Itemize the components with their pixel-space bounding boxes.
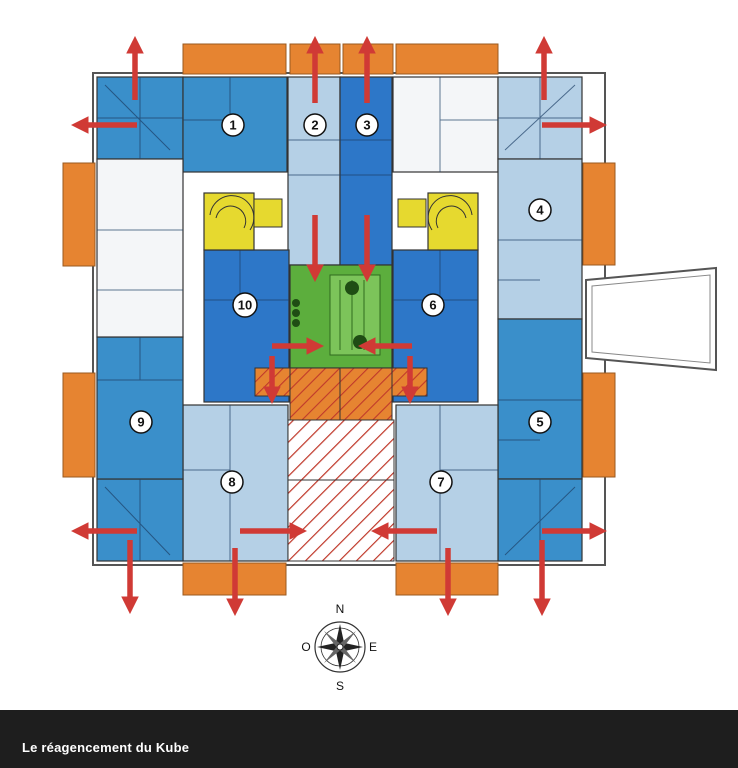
unit-label-4: 4 <box>528 198 552 222</box>
unit-label-3: 3 <box>355 113 379 137</box>
garden-courtyard <box>289 264 393 369</box>
staircases <box>203 192 479 251</box>
svg-text:10: 10 <box>238 298 252 313</box>
svg-text:5: 5 <box>536 415 543 430</box>
compass-south-label: S <box>336 679 344 693</box>
compass-north-label: N <box>336 602 345 616</box>
compass-west-label: O <box>301 640 310 654</box>
floor-plan: 1 2 3 4 5 6 7 8 9 10 <box>62 35 717 693</box>
unit-label-9: 9 <box>129 410 153 434</box>
east-terrace <box>585 266 717 372</box>
caption-bar: Le réagencement du Kube <box>0 710 738 768</box>
east-terrace-inner <box>591 274 711 364</box>
unit-label-7: 7 <box>429 470 453 494</box>
unit-labels: 1 2 3 4 5 6 7 8 9 10 <box>129 113 552 494</box>
compass-rose: N S E O <box>301 602 377 693</box>
unit-label-6: 6 <box>421 293 445 317</box>
compass-east-label: E <box>369 640 377 654</box>
unit-label-8: 8 <box>220 470 244 494</box>
svg-text:8: 8 <box>228 475 235 490</box>
svg-text:2: 2 <box>311 118 318 133</box>
svg-text:4: 4 <box>536 203 544 218</box>
svg-text:9: 9 <box>137 415 144 430</box>
unit-label-1: 1 <box>221 113 245 137</box>
caption: Le réagencement du Kube <box>22 740 190 755</box>
circulation-arrows <box>70 35 608 617</box>
svg-text:3: 3 <box>363 118 370 133</box>
svg-text:6: 6 <box>429 298 436 313</box>
unit-label-10: 10 <box>232 292 258 318</box>
svg-text:1: 1 <box>229 118 236 133</box>
unit-label-5: 5 <box>528 410 552 434</box>
svg-text:7: 7 <box>437 475 444 490</box>
unit-label-2: 2 <box>303 113 327 137</box>
